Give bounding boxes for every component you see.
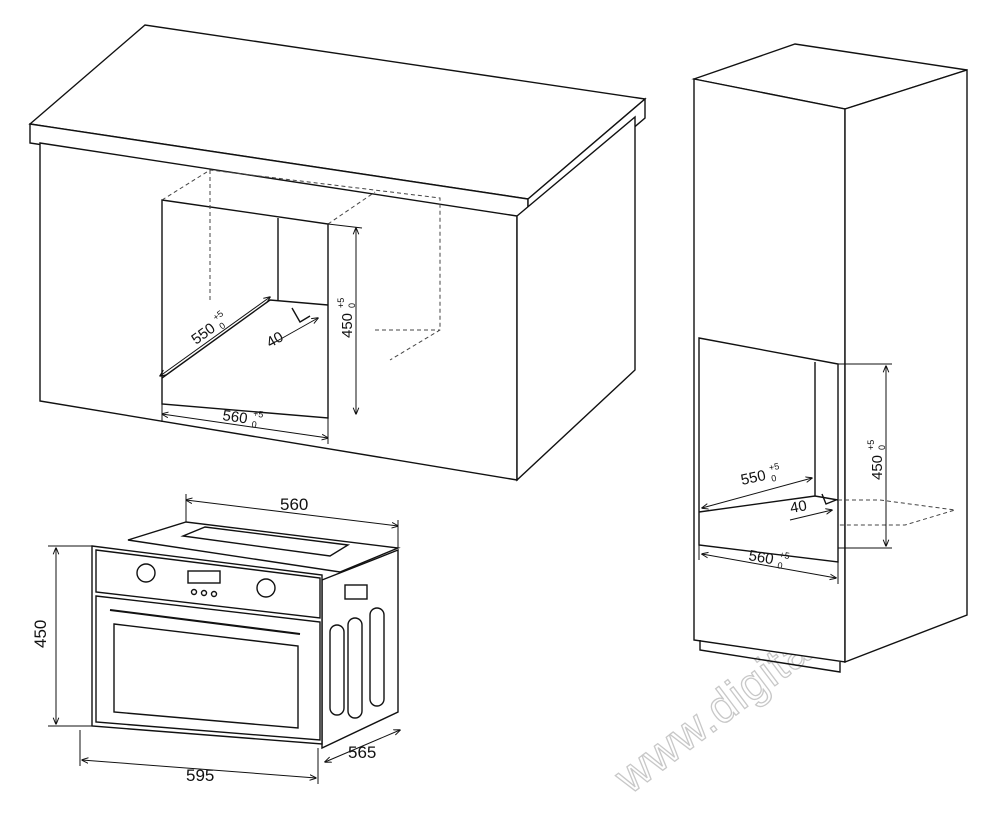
svg-text:+5: +5 (336, 298, 346, 308)
oven-opening (161, 199, 329, 419)
oven-handle (109, 609, 301, 635)
svg-text:0: 0 (877, 445, 887, 450)
svg-text:450: 450 (869, 455, 886, 480)
oven-door (95, 595, 321, 741)
oven-front-panel (91, 545, 323, 745)
svg-text:0: 0 (770, 473, 777, 484)
oven-control-panel (95, 549, 321, 619)
column-width-dimension-line (702, 554, 836, 578)
column-oven-opening (698, 337, 839, 563)
left-cabinet: 550 +5 0 40 450 +5 0 560 +5 0 (28, 24, 647, 482)
width-dimension-label: 560 +5 0 (221, 407, 265, 430)
svg-text:0: 0 (347, 303, 357, 308)
opening-hidden-edges (161, 169, 441, 361)
cabinet-side (516, 115, 636, 482)
oven-side (321, 548, 399, 750)
svg-text:450: 450 (339, 313, 356, 338)
svg-text:+5: +5 (768, 461, 780, 473)
oven-front-width-label: 595 (186, 766, 214, 785)
height-extension-top (327, 223, 363, 229)
svg-text:40: 40 (789, 497, 808, 517)
right-knob-icon (256, 578, 276, 598)
oven-top-inner (180, 526, 351, 557)
svg-text:550: 550 (739, 467, 767, 489)
column-depth-dimension-label: 550 +5 0 (739, 461, 780, 489)
column-height-dimension-label: 450 +5 0 (866, 440, 887, 480)
button-3-icon (210, 590, 218, 598)
column-opening-hidden (838, 499, 956, 526)
oven-front-width-line (82, 760, 316, 778)
oven: 560 450 595 565 (31, 494, 400, 785)
svg-text:40: 40 (264, 328, 287, 351)
svg-text:560: 560 (221, 407, 248, 427)
oven-display (187, 570, 221, 584)
svg-text:+5: +5 (779, 549, 791, 561)
column-gap-bracket (821, 493, 837, 505)
oven-height-label: 450 (31, 620, 50, 648)
svg-text:0: 0 (217, 320, 227, 331)
svg-text:+5: +5 (211, 308, 225, 322)
height-dimension-label: 450 +5 0 (336, 298, 357, 338)
svg-text:0: 0 (777, 560, 784, 571)
button-2-icon (200, 589, 208, 597)
right-cabinet: 550 +5 0 40 450 +5 0 560 +5 0 (691, 43, 968, 673)
left-knob-icon (136, 563, 156, 583)
column-depth-dimension-line (702, 478, 812, 508)
svg-text:450: 450 (31, 620, 50, 648)
side-slot-2 (347, 617, 363, 719)
svg-text:560: 560 (747, 547, 775, 568)
column-plinth (699, 640, 841, 673)
column-side (844, 69, 968, 664)
oven-window (113, 623, 299, 729)
side-bracket (344, 584, 368, 600)
column-gap-dimension-label: 40 (789, 497, 808, 517)
oven-top-width-label: 560 (280, 495, 308, 514)
opening-hidden-top (327, 191, 376, 225)
gap-dimension-label: 40 (264, 328, 287, 351)
gap-dimension-line (269, 318, 318, 346)
svg-text:0: 0 (251, 419, 257, 430)
button-1-icon (190, 588, 198, 596)
oven-depth-line (325, 730, 400, 762)
depth-dimension-line (160, 297, 270, 376)
column-gap-dimension-line (789, 510, 832, 521)
svg-text:+5: +5 (866, 440, 876, 450)
oven-depth-label: 565 (348, 743, 376, 762)
side-slot-1 (329, 624, 345, 716)
width-dimension-line (162, 414, 328, 438)
side-slot-3 (369, 607, 385, 707)
gap-bracket (291, 307, 311, 323)
svg-text:+5: +5 (253, 408, 265, 419)
column-width-dimension-label: 560 +5 0 (747, 547, 791, 571)
oven-top-width-line (186, 500, 398, 526)
